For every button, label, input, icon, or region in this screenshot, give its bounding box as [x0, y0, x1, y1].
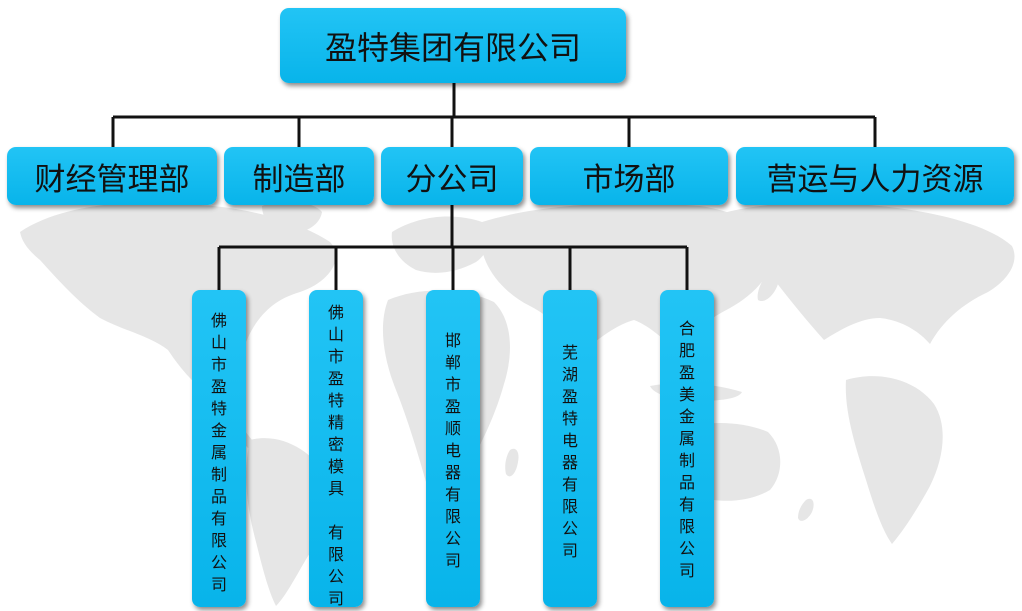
subsidiary-node-foshan-metal: 佛 山 市 盈 特 金 属 制 品 有 限 公 司: [192, 290, 246, 607]
subsidiary-label: 芜 湖 盈 特 电 器 有 限 公 司: [561, 343, 578, 560]
subsidiary-node-handan-appliance: 邯 郸 市 盈 顺 电 器 有 限 公 司: [426, 290, 480, 607]
department-node-operations-hr: 营运与人力资源: [736, 147, 1014, 205]
subsidiary-label: 合 肥 盈 美 金 属 制 品 有 限 公 司: [678, 319, 695, 580]
department-node-manufacturing: 制造部: [224, 147, 374, 205]
map-new-zealand: [798, 498, 814, 521]
department-label: 分公司: [405, 161, 499, 198]
department-node-finance: 财经管理部: [7, 147, 217, 205]
department-label: 市场部: [582, 161, 676, 198]
subsidiary-node-hefei-metal: 合 肥 盈 美 金 属 制 品 有 限 公 司: [660, 290, 714, 607]
org-root-node: 盈特集团有限公司: [280, 8, 626, 83]
map-europe: [391, 216, 490, 273]
subsidiary-node-foshan-mold: 佛 山 市 盈 特 精 密 模 具 有 限 公 司: [309, 290, 363, 608]
department-label: 财经管理部: [34, 161, 190, 198]
map-greenland: [262, 201, 322, 233]
org-root-label: 盈特集团有限公司: [324, 28, 581, 67]
subsidiary-label: 邯 郸 市 盈 顺 电 器 有 限 公 司: [444, 331, 461, 570]
subsidiary-label: 佛 山 市 盈 特 精 密 模 具 有 限 公 司: [327, 303, 344, 608]
map-east-south-landmass: [845, 376, 943, 544]
department-label: 制造部: [252, 161, 346, 198]
subsidiary-label: 佛 山 市 盈 特 金 属 制 品 有 限 公 司: [210, 311, 227, 594]
department-node-marketing: 市场部: [530, 147, 728, 205]
map-east-landmass: [717, 202, 1015, 344]
map-madagascar: [505, 448, 519, 477]
department-node-branches: 分公司: [381, 147, 523, 205]
subsidiary-node-wuhu-appliance: 芜 湖 盈 特 电 器 有 限 公 司: [543, 290, 597, 607]
map-north-america: [20, 202, 336, 396]
department-label: 营运与人力资源: [766, 161, 984, 198]
